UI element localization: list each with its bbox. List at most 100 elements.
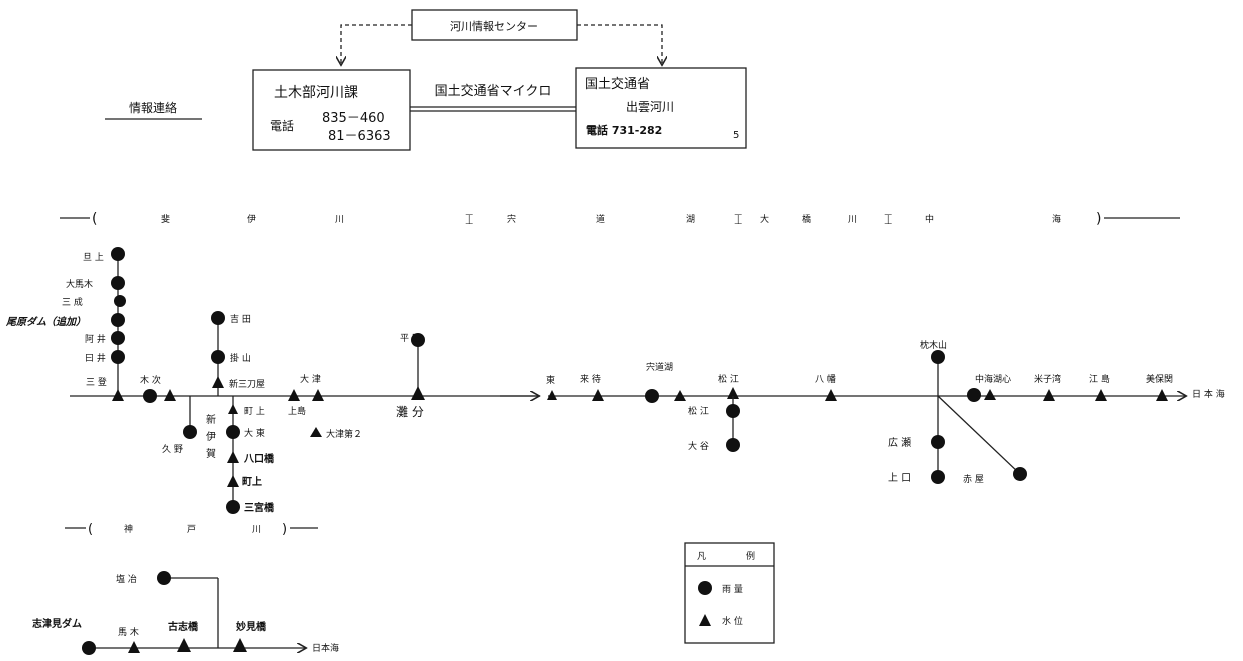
station-label: 中海湖心 bbox=[975, 373, 1011, 385]
rain-gauge-icon bbox=[157, 571, 171, 585]
prefecture-phone-2: 81－6363 bbox=[328, 129, 391, 144]
rain-gauge-icon bbox=[111, 313, 125, 327]
water-gauge-icon bbox=[1156, 389, 1168, 401]
station-label-added: 古志橋 bbox=[168, 620, 199, 633]
bracket: ⌶ bbox=[884, 212, 892, 228]
prefecture-phone-1: 835－460 bbox=[322, 111, 385, 126]
station-label: 三 成 bbox=[62, 296, 83, 308]
rain-gauge-icon bbox=[143, 389, 157, 403]
station-label: 掛 山 bbox=[230, 352, 251, 364]
station-label-added: 八口橋 bbox=[243, 452, 275, 465]
rain-gauge-icon bbox=[931, 350, 945, 364]
station-label: 新三刀屋 bbox=[229, 378, 265, 390]
station-label: 賀 bbox=[206, 448, 216, 460]
bracket: ( bbox=[92, 211, 97, 227]
bracket: ( bbox=[88, 522, 93, 537]
legend-title: 例 bbox=[746, 550, 755, 562]
prefecture-title: 土木部河川課 bbox=[274, 85, 358, 101]
station-label: 赤 屋 bbox=[963, 474, 984, 485]
rain-gauge-icon bbox=[931, 435, 945, 449]
station-label: 広 瀬 bbox=[888, 436, 911, 449]
national-title: 国土交通省 bbox=[585, 76, 650, 92]
river-name-char: 宍 bbox=[507, 213, 516, 225]
national-box bbox=[575, 67, 747, 149]
water-gauge-icon bbox=[128, 641, 140, 653]
station-label: 上島 bbox=[288, 405, 306, 417]
station-label: 新 bbox=[206, 413, 216, 426]
bracket: ) bbox=[1096, 211, 1101, 227]
river-name-char: 戸 bbox=[187, 524, 196, 535]
station-label-added: 志津見ダム bbox=[32, 617, 82, 630]
water-gauge-icon bbox=[228, 404, 238, 414]
water-gauge-icon bbox=[233, 638, 247, 652]
national-phone: 電話 731-282 bbox=[586, 123, 662, 137]
water-gauge-icon bbox=[212, 376, 224, 388]
station-label: 吉 田 bbox=[230, 314, 251, 325]
station-label: 松 江 bbox=[718, 373, 739, 385]
national-fragment: 5 bbox=[733, 130, 739, 141]
water-gauge-icon bbox=[312, 389, 324, 401]
water-gauge-icon bbox=[984, 389, 996, 400]
station-label: 平 田 bbox=[400, 333, 421, 344]
station-label: 米子湾 bbox=[1034, 373, 1061, 385]
station-label: 町 上 bbox=[244, 406, 265, 417]
river-name-char: 海 bbox=[1052, 213, 1061, 225]
rain-gauge-icon bbox=[226, 500, 240, 514]
sea-label: 日 本 海 bbox=[1192, 388, 1225, 400]
legend-rain-label: 雨 量 bbox=[722, 584, 743, 595]
water-gauge-icon bbox=[227, 475, 239, 487]
rain-gauge-icon bbox=[645, 389, 659, 403]
rain-gauge-icon bbox=[111, 331, 125, 345]
river-name-char: 川 bbox=[335, 215, 344, 225]
prefecture-phone-label: 電話 bbox=[270, 118, 294, 133]
water-gauge-icon bbox=[288, 389, 300, 401]
station-label: 美保関 bbox=[1146, 373, 1173, 385]
station-label-added: 尾原ダム（追加） bbox=[5, 316, 86, 328]
legend-water-label: 水 位 bbox=[722, 615, 743, 627]
water-gauge-icon bbox=[592, 389, 604, 401]
water-gauge-icon bbox=[164, 389, 176, 401]
rain-gauge-icon bbox=[1013, 467, 1027, 481]
station-label: 枕木山 bbox=[920, 339, 947, 351]
station-label: 宍道湖 bbox=[646, 361, 673, 373]
river-info-center-label: 河川情報センター bbox=[450, 20, 538, 33]
river-name-char: 橋 bbox=[802, 213, 811, 225]
rain-gauge-icon bbox=[111, 276, 125, 290]
station-label-added: 妙見橋 bbox=[236, 620, 267, 633]
station-label: 三 登 bbox=[86, 377, 107, 388]
station-label: 馬 木 bbox=[118, 626, 139, 638]
dashed-link-right bbox=[577, 24, 662, 64]
water-gauge-icon bbox=[547, 390, 557, 400]
rain-gauge-icon bbox=[726, 438, 740, 452]
station-label: 八 幡 bbox=[815, 373, 836, 385]
station-label-added: 三宮橋 bbox=[244, 501, 275, 514]
dashed-link-left bbox=[341, 24, 412, 64]
rain-gauge-icon bbox=[82, 641, 96, 655]
station-label-added: 町上 bbox=[242, 475, 262, 488]
station-label: 塩 冶 bbox=[116, 573, 137, 585]
rain-gauge-icon bbox=[183, 425, 197, 439]
rain-gauge-icon bbox=[111, 350, 125, 364]
station-label: 灘 分 bbox=[396, 405, 424, 419]
river-name-char: 中 bbox=[925, 213, 934, 225]
rain-gauge-icon bbox=[111, 247, 125, 261]
station-label: 東 bbox=[546, 374, 555, 386]
rain-gauge-icon bbox=[726, 404, 740, 418]
water-gauge-icon bbox=[1043, 389, 1055, 401]
water-gauge-icon bbox=[1095, 389, 1107, 401]
station-label: 上 口 bbox=[888, 472, 911, 484]
river-name-char: 斐 bbox=[161, 213, 170, 225]
rain-gauge-icon bbox=[411, 333, 425, 347]
water-gauge-icon bbox=[310, 427, 322, 437]
water-gauge-icon bbox=[177, 638, 191, 652]
water-gauge-icon bbox=[727, 387, 739, 399]
river-name-char: 川 bbox=[252, 525, 261, 535]
legend-box bbox=[684, 542, 775, 644]
water-gauge-icon bbox=[227, 451, 239, 463]
river-name-char: 大 bbox=[760, 213, 769, 225]
river-name-char: 神 bbox=[124, 523, 133, 535]
station-label: 旦 上 bbox=[83, 252, 104, 263]
prefecture-box bbox=[252, 69, 411, 151]
station-label: 木 次 bbox=[140, 374, 161, 386]
